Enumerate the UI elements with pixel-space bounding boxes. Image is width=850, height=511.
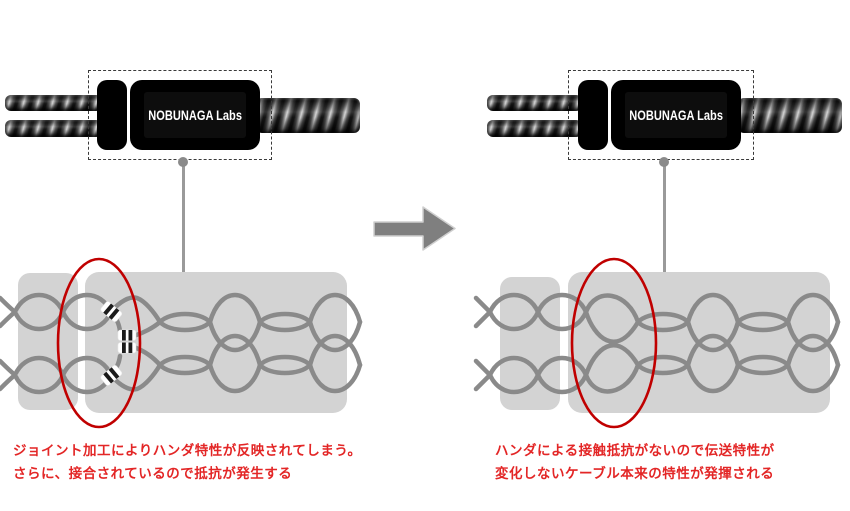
right-pointer-dot	[659, 157, 669, 167]
right-sheath-segment	[500, 277, 560, 410]
left-caption-line2: さらに、接合されているので抵抗が発生する	[13, 466, 293, 481]
left-connector-faceplate	[144, 92, 246, 138]
solder-sleeve-middle-1	[117, 329, 137, 341]
left-cable-bottom	[5, 120, 102, 137]
left-caption: ジョイント加工によりハンダ特性が反映されてしまう。 さらに、接合されているので抵…	[13, 439, 362, 485]
left-highlight-dashed-box	[88, 70, 272, 160]
solder-sleeve-top	[100, 301, 123, 322]
left-joint-connector	[97, 80, 127, 150]
right-cable-top	[487, 95, 582, 111]
right-wire-schematic	[473, 257, 841, 429]
right-joint-highlight-ellipse	[570, 257, 658, 429]
left-caption-line1: ジョイント加工によりハンダ特性が反映されてしまう。	[13, 443, 362, 458]
right-caption: ハンダによる接触抵抗がないので伝送特性が 変化しないケーブル本来の特性が発揮され…	[495, 439, 775, 485]
left-cable-top	[5, 95, 102, 111]
left-joint-highlight-ellipse	[56, 257, 142, 429]
solder-sleeve-bottom	[100, 365, 123, 386]
transition-arrow	[373, 206, 456, 251]
right-cable-out	[738, 98, 842, 133]
right-caption-line2: 変化しないケーブル本来の特性が発揮される	[495, 466, 775, 481]
right-splitter-connector: NOBUNAGA Labs	[611, 80, 741, 150]
right-highlight-dashed-box	[568, 70, 754, 160]
right-connector-faceplate	[625, 92, 727, 138]
left-wire-schematic	[0, 257, 363, 429]
left-pointer-dot	[178, 157, 188, 167]
right-pointer-line	[663, 165, 666, 272]
left-brand-label: NOBUNAGA Labs	[148, 107, 242, 123]
solder-sleeve-middle-2	[117, 342, 137, 354]
right-twisted-pairs	[473, 292, 841, 395]
right-caption-line1: ハンダによる接触抵抗がないので伝送特性が	[495, 443, 775, 458]
left-pointer-line	[182, 165, 185, 272]
right-cable-bottom	[487, 120, 582, 137]
right-joint-connector	[578, 80, 608, 150]
right-brand-label: NOBUNAGA Labs	[629, 107, 723, 123]
left-cable-out	[256, 98, 360, 133]
left-splitter-connector: NOBUNAGA Labs	[130, 80, 260, 150]
